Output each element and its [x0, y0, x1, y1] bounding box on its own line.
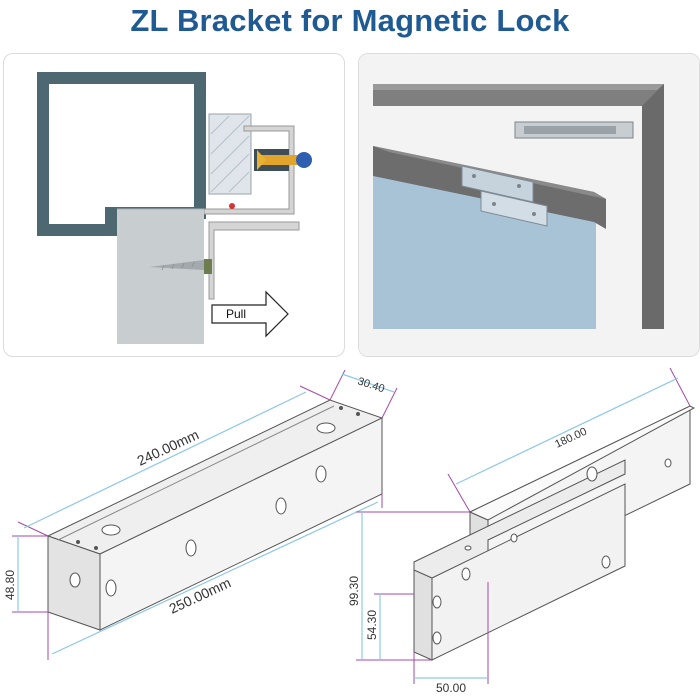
z-bracket-profile: [208, 221, 300, 300]
width-label: 30.40: [356, 375, 386, 395]
lower-height-label: 54.30: [365, 610, 379, 640]
mounting-screw: [259, 155, 299, 165]
z-bracket-drawing: 180.00 99.30 54.30 50.00: [347, 367, 696, 695]
total-height-label: 99.30: [347, 576, 361, 606]
zl-bracket: [461, 165, 534, 203]
section-view-drawing: Pull: [37, 72, 312, 344]
installation-view-panel: [358, 53, 700, 357]
base-width-label: 50.00: [436, 681, 466, 695]
page-title: ZL Bracket for Magnetic Lock: [130, 3, 570, 38]
section-view-panel: Pull: [3, 53, 345, 357]
pull-label: Pull: [226, 307, 246, 321]
z-length-dim-line: [455, 377, 679, 485]
pull-arrow: [211, 290, 289, 338]
l-bracket-drawing: 240.00mm 30.40 48.80 250.00mm: [3, 369, 398, 660]
dimension-drawings: 240.00mm 30.40 48.80 250.00mm: [3, 367, 696, 695]
width-dim-line: [341, 373, 395, 393]
end-height-label: 48.80: [3, 570, 17, 600]
door-panel: [117, 209, 204, 344]
installation-view-drawing: [359, 54, 699, 356]
bottom-length-dim-line: [51, 501, 379, 655]
top-length-dim-line: [23, 391, 307, 529]
